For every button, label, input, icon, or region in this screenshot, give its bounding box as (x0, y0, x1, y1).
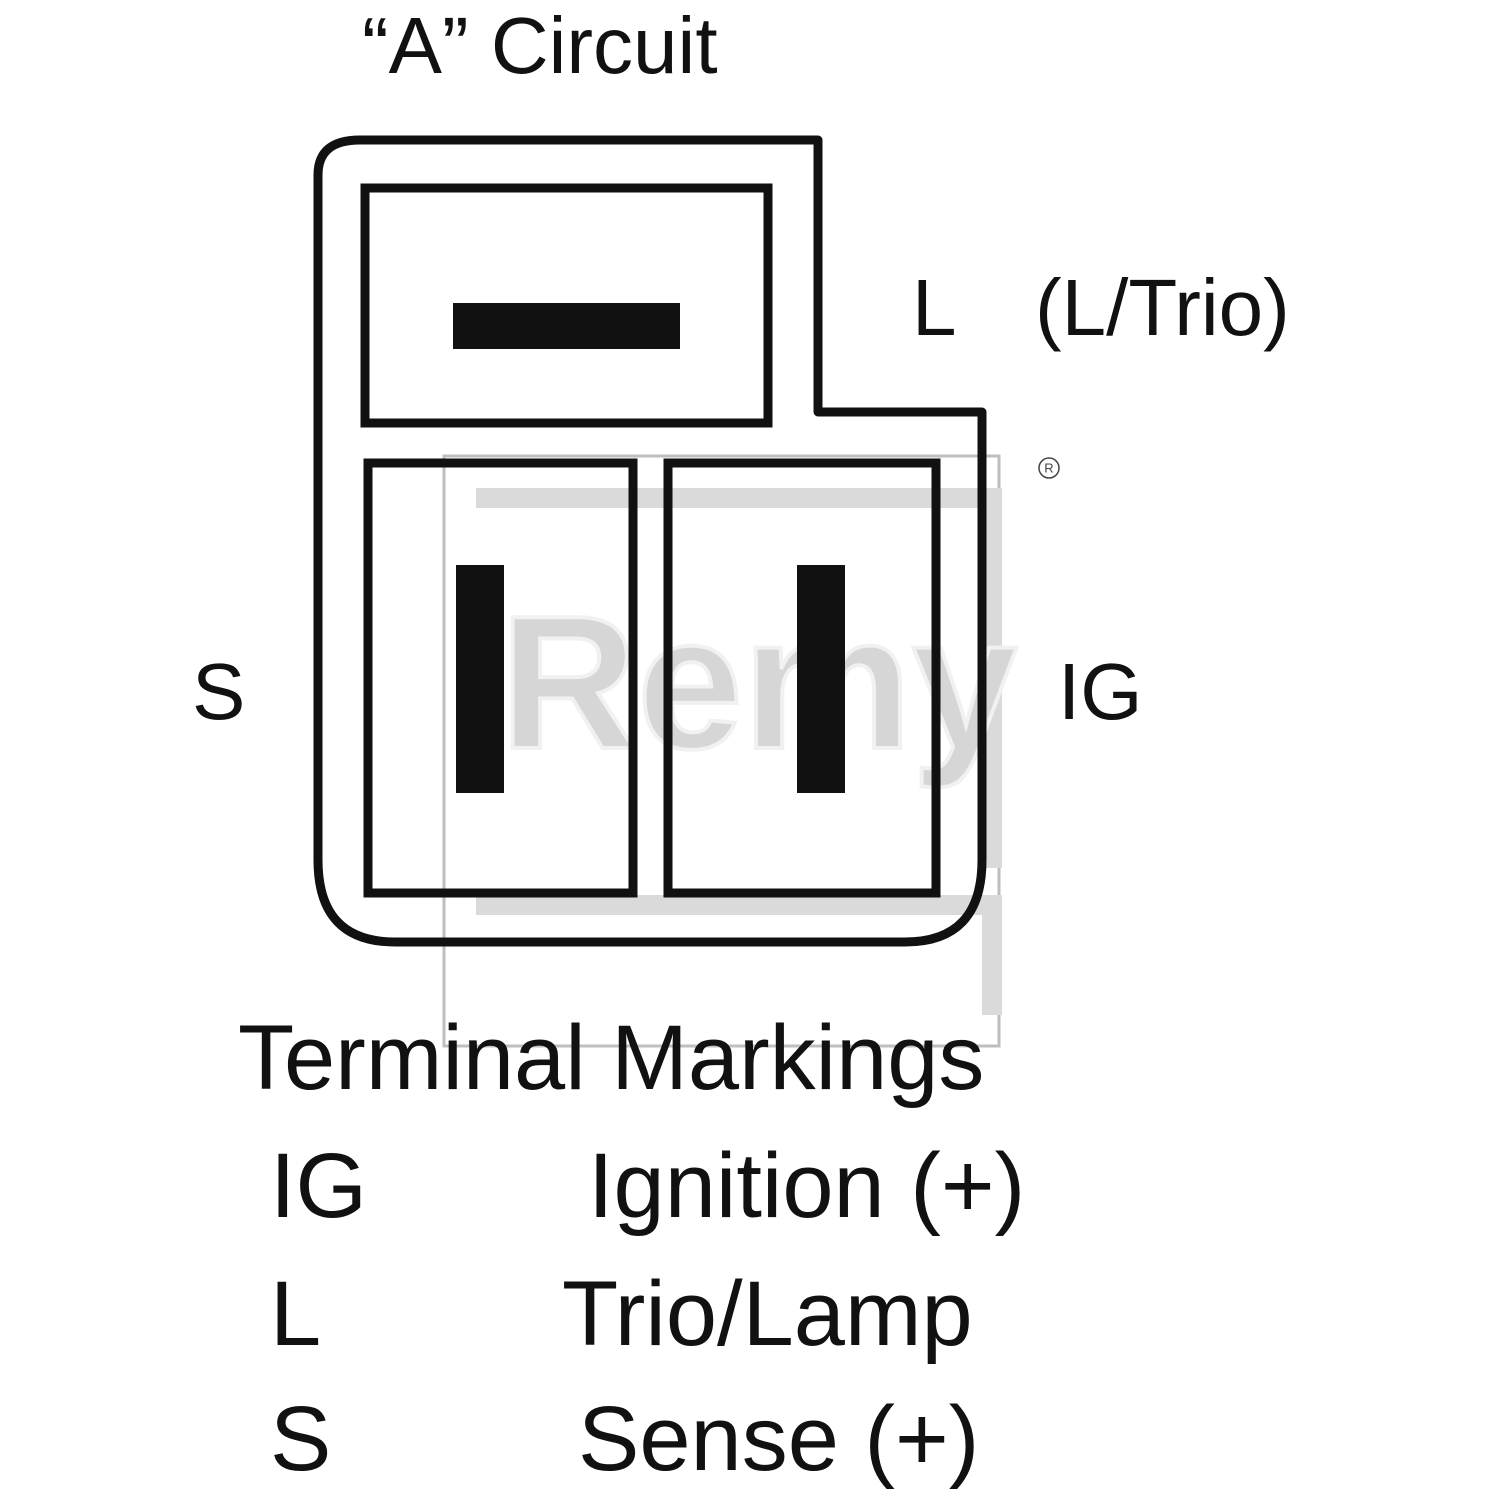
ig-terminal-blade (797, 565, 845, 793)
label-l: L (912, 263, 957, 352)
legend-code: S (270, 1388, 332, 1490)
legend-title: Terminal Markings (238, 1007, 985, 1109)
l-terminal-blade (453, 303, 680, 349)
watermark-bar-bottom (476, 895, 1001, 915)
registered-mark-icon: R (1038, 457, 1060, 479)
label-ig: IG (1058, 647, 1143, 736)
legend-code: L (270, 1263, 322, 1365)
ig-terminal-cavity (663, 458, 941, 898)
s-terminal-blade (456, 565, 504, 793)
watermark-bar-right (982, 488, 1002, 868)
connector-diagram: Remy (313, 135, 1020, 1048)
label-l-trio: (L/Trio) (1035, 263, 1290, 352)
legend-code: IG (270, 1135, 368, 1237)
legend-desc: Ignition (+) (588, 1135, 1026, 1237)
diagram-title: “A” Circuit (362, 1, 718, 90)
watermark-bar-top (476, 488, 1001, 508)
legend-desc: Sense (+) (578, 1388, 980, 1490)
svg-text:R: R (1044, 461, 1053, 476)
legend-desc: Trio/Lamp (562, 1263, 973, 1365)
s-terminal-cavity (363, 458, 638, 898)
l-terminal-cavity (360, 183, 773, 428)
connector-housing (313, 135, 987, 947)
watermark-bar-corner (982, 895, 1002, 1015)
label-s: S (192, 647, 246, 736)
remy-watermark: Remy (442, 454, 1020, 1048)
